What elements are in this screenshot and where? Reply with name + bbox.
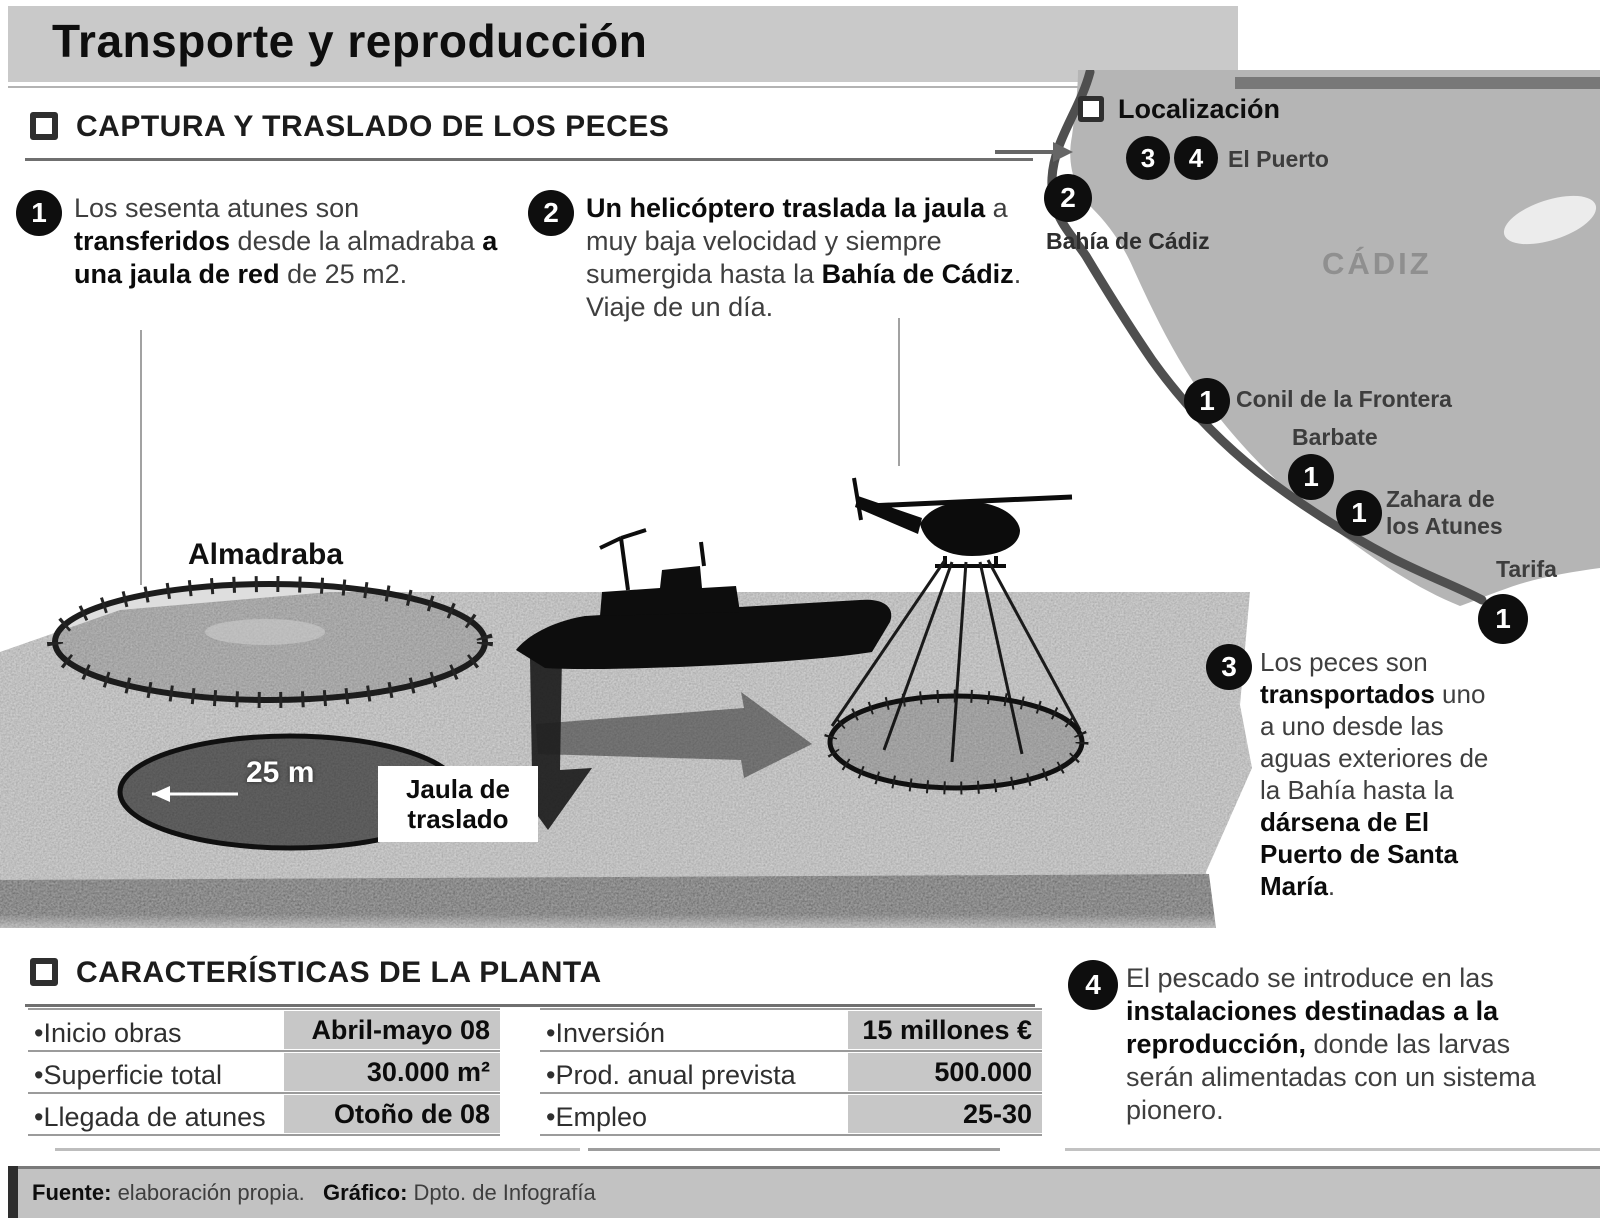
footer-left-notch [8, 1166, 18, 1218]
step-1-leader-line [140, 330, 142, 585]
map-label-tarifa: Tarifa [1496, 556, 1557, 582]
step-4-badge: 4 [1068, 960, 1118, 1010]
map-marker-2: 2 [1044, 174, 1092, 222]
map-marker-barbate: 1 [1288, 454, 1334, 500]
map-transport-route [1047, 70, 1487, 605]
table-label: •Inversión [546, 1018, 666, 1048]
table-rule [540, 1092, 1042, 1094]
footer-credit-text: Dpto. de Infografía [407, 1180, 596, 1205]
table-rule [28, 1134, 500, 1136]
step-2-badge: 2 [528, 190, 574, 236]
table-rule [28, 1092, 500, 1094]
map-label-zahara: Zahara de los Atunes [1386, 486, 1503, 539]
step-1-text: Los sesenta atunes son transferidos desd… [74, 193, 498, 289]
table-label: •Empleo [546, 1102, 647, 1132]
bay-arrow-icon [995, 142, 1073, 162]
table-rule [540, 1008, 1042, 1010]
map-marker-zahara: 1 [1336, 490, 1382, 536]
almadraba-label: Almadraba [188, 538, 344, 571]
map-label-barbate: Barbate [1292, 424, 1378, 450]
cage-measure-arrowhead [152, 786, 170, 802]
cage-size-label: 25 m [246, 756, 315, 789]
table-rule [540, 1134, 1042, 1136]
table-label: •Llegada de atunes [34, 1102, 266, 1132]
step-4-text: El pescado se introduce en las instalaci… [1126, 963, 1536, 1125]
map-legend-title: Localización [1118, 94, 1281, 124]
helicopter-cables [830, 559, 1082, 763]
section-plant-rule [25, 1004, 1035, 1007]
map-marker-3: 3 [1126, 136, 1170, 180]
table-value: 15 millones € [848, 1011, 1042, 1049]
footer-credit-label: Gráfico: [323, 1180, 408, 1205]
map-land [1070, 70, 1600, 606]
title-underline [8, 86, 1600, 88]
map-region-label: CÁDIZ [1322, 246, 1432, 281]
section-capture-title: CAPTURA Y TRASLADO DE LOS PECES [76, 110, 670, 143]
divider-rule [55, 1148, 580, 1151]
footer-credits: Fuente: elaboración propia. Gráfico: Dpt… [32, 1180, 596, 1206]
footer-bar [8, 1166, 1600, 1218]
divider-rule [588, 1148, 1000, 1151]
section-capture-rule [25, 158, 1033, 161]
map-marker-4: 4 [1174, 136, 1218, 180]
map-marker-tarifa: 1 [1478, 594, 1528, 644]
table-label: •Superficie total [34, 1060, 223, 1090]
title-bar [8, 6, 1238, 82]
section-capture-icon [30, 112, 58, 140]
helicopter-cage-ticks [823, 689, 1089, 795]
page-title: Transporte y reproducción [52, 15, 648, 67]
table-rule [28, 1050, 500, 1052]
divider-rule [1065, 1148, 1600, 1151]
towing-arrow [536, 692, 812, 778]
map-marker-conil: 1 [1184, 378, 1230, 424]
map-label-el-puerto: El Puerto [1228, 146, 1329, 172]
table-value: Abril-mayo 08 [284, 1011, 500, 1049]
step-3-badge: 3 [1206, 644, 1252, 690]
table-value: 25-30 [848, 1095, 1042, 1133]
photo-bottom-fade [0, 914, 1240, 948]
almadraba-net-poles [47, 576, 493, 708]
table-value: 30.000 m² [284, 1053, 500, 1091]
step-2-text: Un helicóptero traslada la jaula a muy b… [586, 193, 1022, 322]
section-plant-title: CARACTERÍSTICAS DE LA PLANTA [76, 956, 602, 989]
almadraba-highlight [205, 619, 325, 645]
map-label-bahia: Bahía de Cádiz [1046, 228, 1210, 254]
step-1-badge: 1 [16, 190, 62, 236]
helicopter-silhouette [852, 477, 1073, 568]
table-value: 500.000 [848, 1053, 1042, 1091]
section-plant-icon [30, 958, 58, 986]
table-rule [540, 1050, 1042, 1052]
step-3-text: Los peces son transportados uno a uno de… [1260, 647, 1489, 901]
table-rule [28, 1008, 500, 1010]
map-legend-icon [1078, 96, 1104, 122]
map-lagoon [1503, 195, 1597, 245]
ship-silhouette [516, 528, 892, 670]
transfer-cage-label: Jaula de traslado [378, 766, 538, 842]
map-label-conil: Conil de la Frontera [1236, 386, 1452, 412]
step-2-leader-line [898, 318, 900, 466]
footer-source-label: Fuente: [32, 1180, 112, 1205]
footer-source-text: elaboración propia. [111, 1180, 305, 1205]
table-label: •Prod. anual prevista [546, 1060, 796, 1090]
table-label: •Inicio obras [34, 1018, 182, 1048]
table-value: Otoño de 08 [284, 1095, 500, 1133]
